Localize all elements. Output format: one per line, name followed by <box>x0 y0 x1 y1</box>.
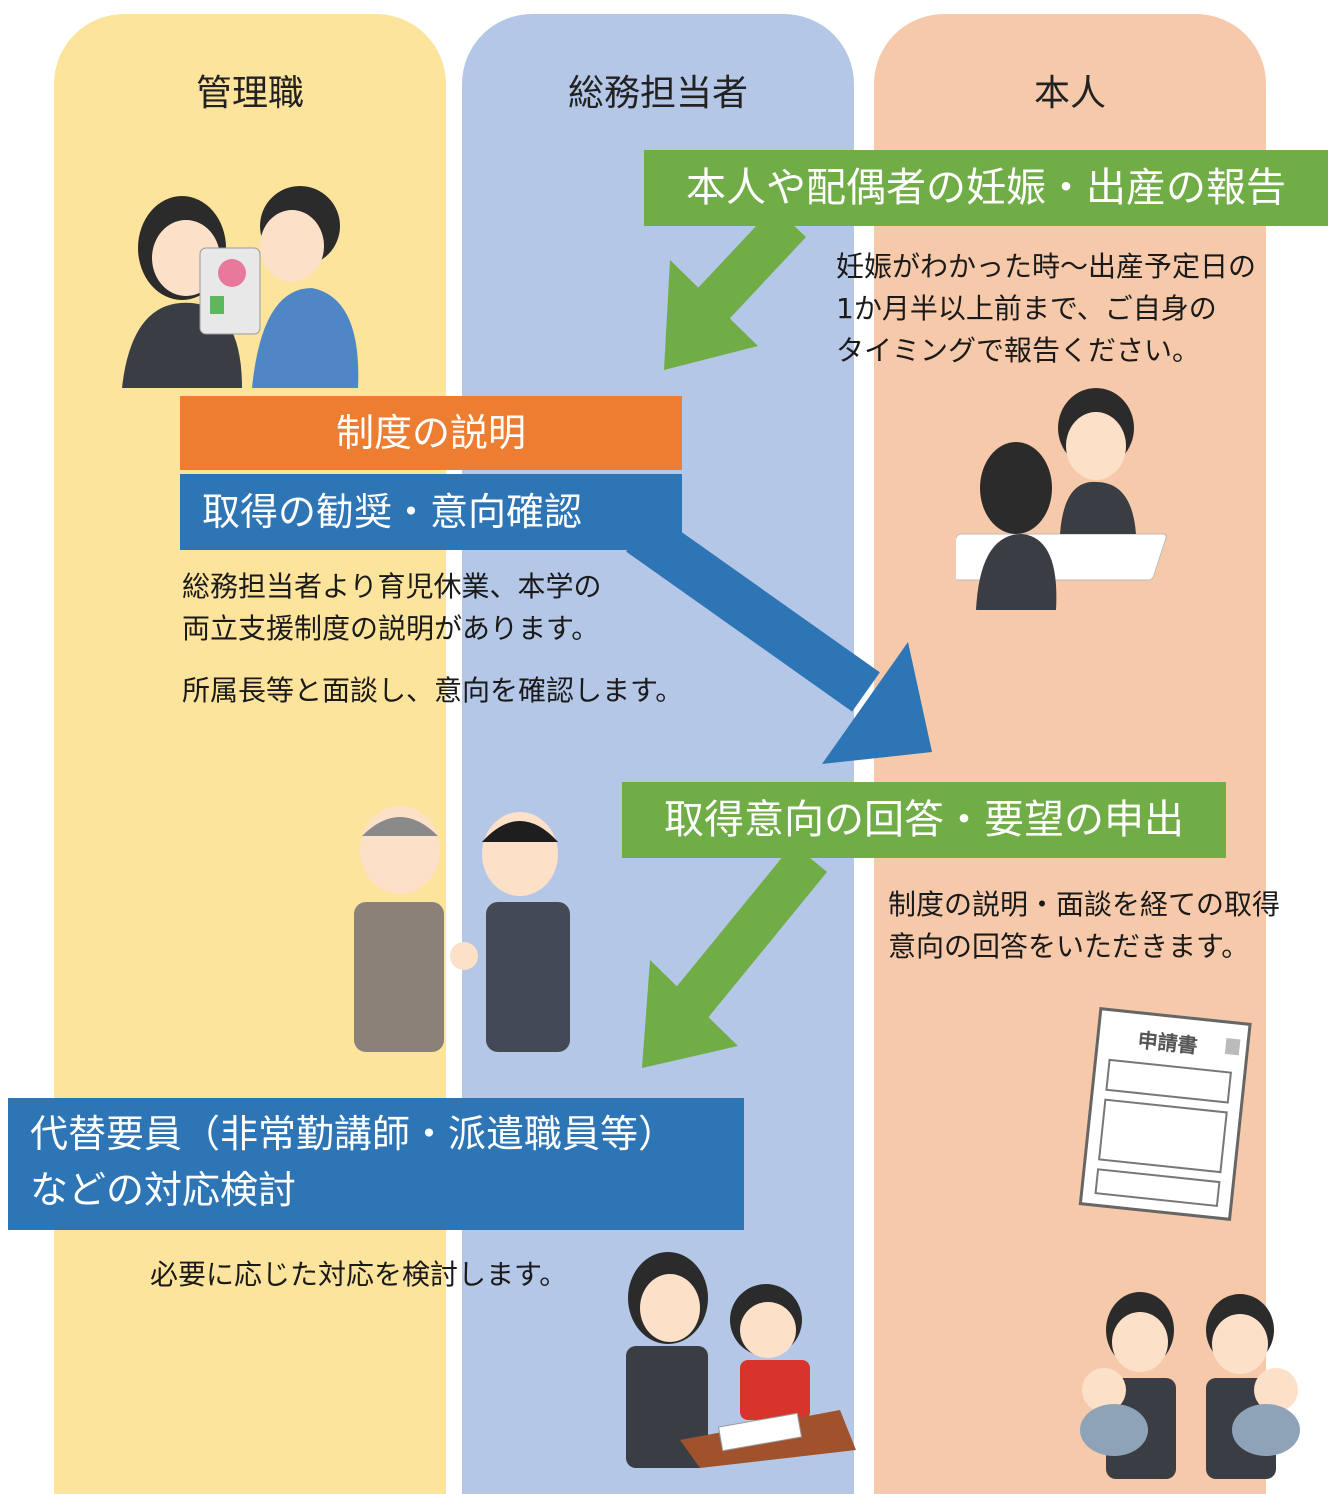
lane-title-manager: 管理職 <box>195 73 304 114</box>
step-report-label: 本人や配偶者の妊娠・出産の報告 <box>686 165 1286 211</box>
step-explanation: 制度の説明 <box>180 396 682 470</box>
note-explain: 総務担当者より育児休業、本学の 両立支援制度の説明があります。 <box>182 566 601 650</box>
note-substitute: 必要に応じた対応を検討します。 <box>150 1258 568 1291</box>
step-recommend-label: 取得の勧奨・意向確認 <box>202 490 583 534</box>
lane-title-general-affairs: 総務担当者 <box>567 73 748 114</box>
step-answer: 取得意向の回答・要望の申出 <box>622 782 1226 858</box>
step-substitute: 代替要員（非常勤講師・派遣職員等） などの対応検討 <box>8 1098 744 1230</box>
manager-consultation-illustration <box>122 186 359 388</box>
note-answer-line: 意向の回答をいただきます。 <box>888 930 1250 963</box>
step-substitute-line1: 代替要員（非常勤講師・派遣職員等） <box>30 1112 677 1156</box>
note-report: 妊娠がわかった時～出産予定日の 1か月半以上前まで、ご自身の タイミングで報告く… <box>836 246 1256 372</box>
step-explanation-label: 制度の説明 <box>335 411 526 455</box>
step-report: 本人や配偶者の妊娠・出産の報告 <box>644 150 1328 226</box>
note-report-line: 1か月半以上前まで、ご自身の <box>836 292 1217 325</box>
note-explain-line: 両立支援制度の説明があります。 <box>182 612 600 645</box>
step-substitute-line2: などの対応検討 <box>30 1168 297 1212</box>
interview-illustration <box>956 388 1167 610</box>
parents-with-babies-illustration <box>1080 1292 1300 1479</box>
note-report-line: 妊娠がわかった時～出産予定日の <box>836 250 1257 283</box>
note-report-line: タイミングで報告ください。 <box>836 334 1201 367</box>
step-recommend: 取得の勧奨・意向確認 <box>180 474 682 550</box>
note-answer-line: 制度の説明・面談を経ての取得 <box>888 888 1281 921</box>
handshake-illustration <box>354 806 570 1052</box>
lane-title-self: 本人 <box>1033 73 1106 114</box>
application-form-illustration: 申請書 <box>1078 1007 1252 1221</box>
staff-with-child-illustration <box>626 1252 856 1468</box>
note-interview: 所属長等と面談し、意向を確認します。 <box>182 674 684 707</box>
step-answer-label: 取得意向の回答・要望の申出 <box>664 797 1184 843</box>
note-explain-line: 総務担当者より育児休業、本学の <box>182 570 602 603</box>
note-answer: 制度の説明・面談を経ての取得 意向の回答をいただきます。 <box>888 884 1280 968</box>
lane-self: 本人 <box>874 14 1266 1494</box>
